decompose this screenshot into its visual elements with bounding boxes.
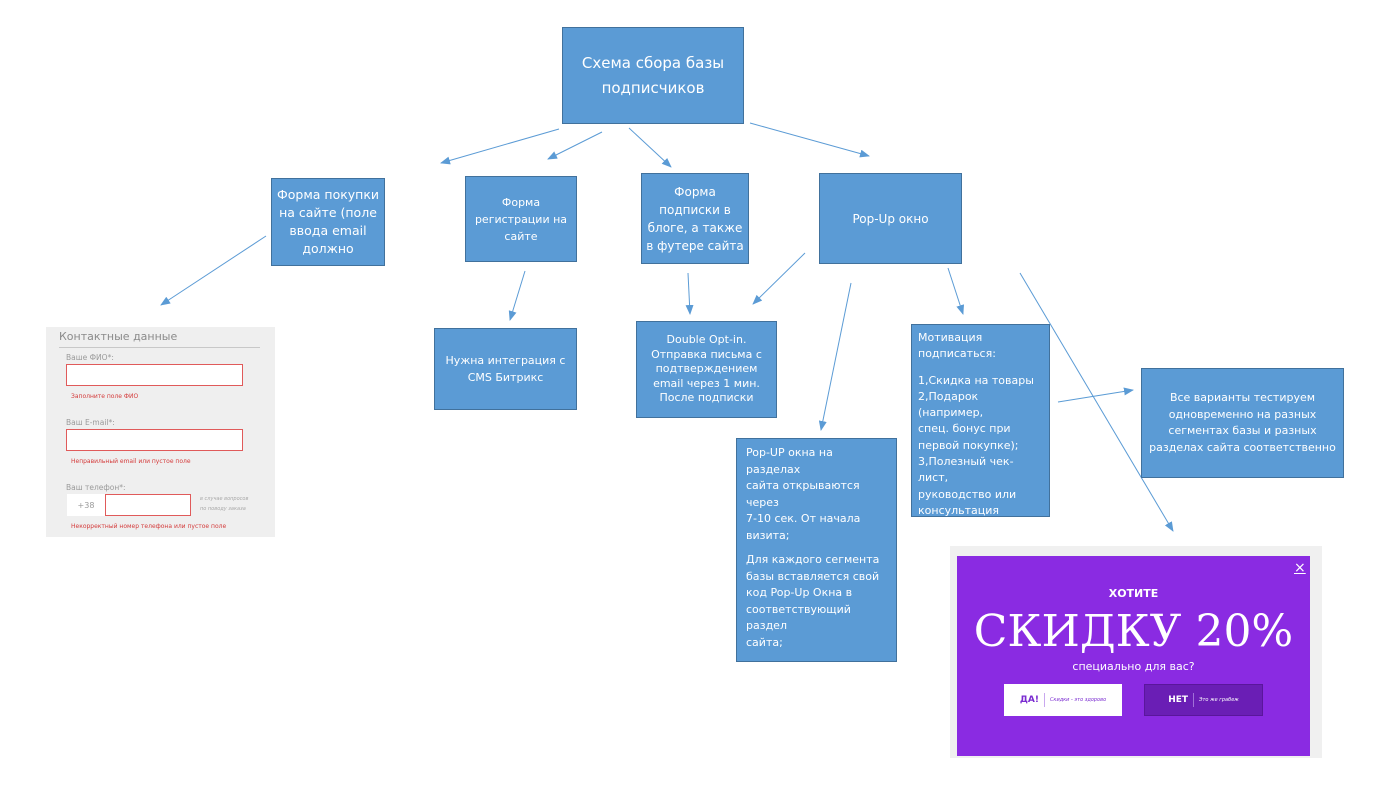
popup-mockup: × ХОТИТЕ СКИДКУ 20% специально для вас? …: [957, 556, 1310, 756]
arrow-purchase-to-form: [160, 235, 267, 306]
arrow-motivation-to-testing: [1057, 387, 1134, 403]
email-error: Неправильный email или пустое поле: [71, 458, 191, 465]
popup-window-node: Pop-Up окно: [819, 173, 962, 264]
phone-label: Ваш телефон*:: [66, 483, 126, 492]
email-label: Ваш E-mail*:: [66, 418, 115, 427]
arrow-popup-to-mock: [1019, 272, 1174, 532]
phone-field[interactable]: [105, 494, 191, 516]
yes-label: ДА!: [1019, 695, 1039, 705]
arrow-registration-to-bitrix: [508, 270, 526, 321]
yes-note: Скидки - это здорово: [1049, 697, 1107, 703]
name-error: Заполните поле ФИО: [71, 393, 139, 400]
divider: [59, 347, 260, 348]
arrow-root-to-blog: [628, 127, 672, 168]
arrow-root-to-registration: [547, 131, 603, 160]
arrow-popup-to-optin: [752, 252, 806, 305]
popup-heading: ХОТИТЕ: [1108, 587, 1159, 600]
contact-form-mockup: Контактные данные Ваше ФИО*: Заполните п…: [46, 327, 275, 537]
arrow-popup-to-details: [818, 282, 852, 431]
divider: [1043, 693, 1045, 707]
email-field[interactable]: [66, 429, 243, 451]
phone-error: Некорректный номер телефона или пустое п…: [71, 523, 227, 530]
no-button[interactable]: НЕТ Это же грабеж: [1144, 684, 1263, 716]
popup-subtext: специально для вас?: [1072, 660, 1195, 673]
divider: [1193, 693, 1195, 707]
yes-button[interactable]: ДА! Скидки - это здорово: [1004, 684, 1122, 716]
contact-form-title: Контактные данные: [59, 330, 178, 343]
name-label: Ваше ФИО*:: [66, 353, 114, 362]
arrow-blog-to-optin: [685, 272, 694, 315]
arrow-root-to-purchase: [440, 128, 560, 165]
name-field[interactable]: [66, 364, 243, 386]
arrow-root-to-popup: [749, 122, 870, 158]
phone-prefix: +38: [67, 494, 105, 516]
no-label: НЕТ: [1168, 695, 1189, 705]
popup-offer: СКИДКУ 20%: [973, 606, 1294, 657]
arrow-popup-to-motivation: [947, 267, 965, 315]
close-icon[interactable]: ×: [1294, 560, 1306, 576]
no-note: Это же грабеж: [1199, 697, 1239, 703]
